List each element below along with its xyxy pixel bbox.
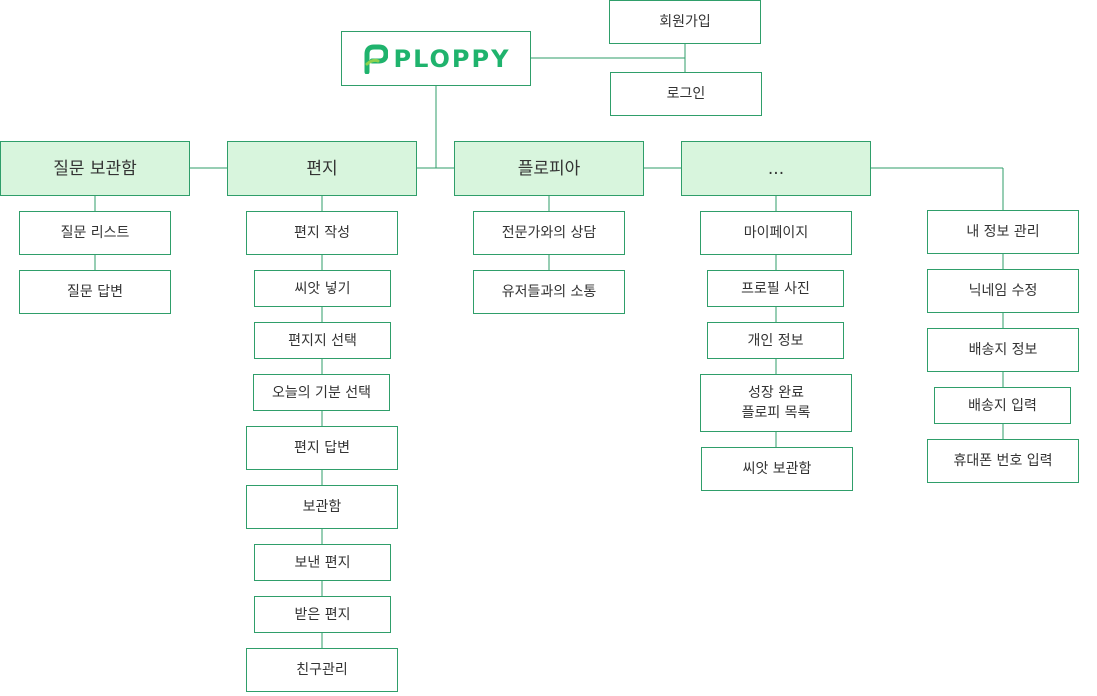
section-plopia[interactable]: 플로피아 [454, 141, 644, 196]
node-grown-ploppy-list[interactable]: 성장 완료 플로피 목록 [700, 374, 852, 432]
section-questions[interactable]: 질문 보관함 [0, 141, 190, 196]
node-profile-photo[interactable]: 프로필 사진 [707, 270, 844, 307]
node-add-seed[interactable]: 씨앗 넣기 [254, 270, 391, 307]
node-received-letters[interactable]: 받은 편지 [254, 596, 391, 633]
logo-wordmark: PLOPPY [393, 44, 511, 73]
login-node[interactable]: 로그인 [610, 72, 762, 116]
node-letter-reply[interactable]: 편지 답변 [246, 426, 398, 470]
node-shipping-info[interactable]: 배송지 정보 [927, 328, 1079, 372]
node-sent-letters[interactable]: 보낸 편지 [254, 544, 391, 581]
node-select-paper[interactable]: 편지지 선택 [254, 322, 391, 359]
node-phone-input[interactable]: 휴대폰 번호 입력 [927, 439, 1079, 483]
node-edit-nickname[interactable]: 닉네임 수정 [927, 269, 1079, 313]
node-seed-storage[interactable]: 씨앗 보관함 [701, 447, 853, 491]
node-mypage[interactable]: 마이페이지 [700, 211, 852, 255]
section-more[interactable]: ... [681, 141, 871, 196]
node-my-info-manage[interactable]: 내 정보 관리 [927, 210, 1079, 254]
section-letters[interactable]: 편지 [227, 141, 417, 196]
node-question-answer[interactable]: 질문 답변 [19, 270, 171, 314]
node-personal-info[interactable]: 개인 정보 [707, 322, 844, 359]
node-storage[interactable]: 보관함 [246, 485, 398, 529]
node-select-mood[interactable]: 오늘의 기분 선택 [253, 374, 390, 411]
node-shipping-input[interactable]: 배송지 입력 [934, 387, 1071, 424]
node-question-list[interactable]: 질문 리스트 [19, 211, 171, 255]
node-write-letter[interactable]: 편지 작성 [246, 211, 398, 255]
node-expert-consult[interactable]: 전문가와의 상담 [473, 211, 625, 255]
node-friend-manage[interactable]: 친구관리 [246, 648, 398, 692]
node-user-community[interactable]: 유저들과의 소통 [473, 270, 625, 314]
p-leaf-logo-icon [364, 44, 388, 74]
signup-node[interactable]: 회원가입 [609, 0, 761, 44]
ploppy-logo[interactable]: PLOPPY [341, 31, 531, 86]
